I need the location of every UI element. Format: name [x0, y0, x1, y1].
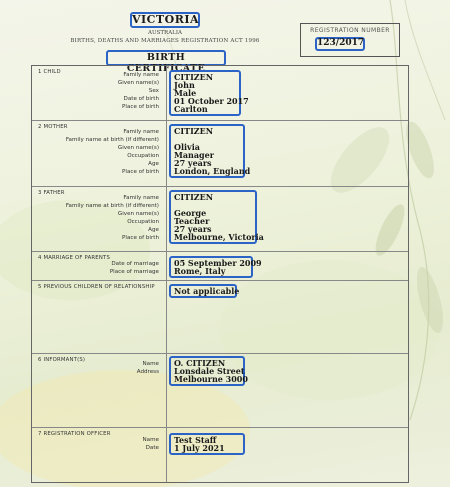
- section-registration-officer: 7 REGISTRATION OFFICER Name Date Test St…: [32, 428, 408, 482]
- state-heading: VICTORIA: [130, 12, 200, 28]
- label-name: Name: [142, 361, 159, 367]
- mother-given-names: Olivia: [174, 142, 200, 152]
- officer-values: Test Staff 1 July 2021: [169, 433, 245, 455]
- mother-family-name: CITIZEN: [174, 126, 214, 136]
- previous-children-values: Not applicable: [169, 284, 240, 298]
- father-family-name: CITIZEN: [174, 192, 214, 202]
- section-title: 6 INFORMANT(S): [38, 357, 86, 363]
- label-sex: Sex: [148, 88, 159, 94]
- act-label: BIRTHS, DEATHS AND MARRIAGES REGISTRATIO…: [70, 38, 260, 44]
- label-given-names: Given name(s): [117, 211, 159, 217]
- certificate-form: 1 CHILD Family name Given name(s) Sex Da…: [31, 65, 409, 483]
- child-given-names: John: [174, 80, 195, 90]
- section-mother: 2 MOTHER Family name Family name at birt…: [32, 121, 408, 187]
- section-child: 1 CHILD Family name Given name(s) Sex Da…: [32, 66, 408, 121]
- label-place-of-birth: Place of birth: [122, 169, 159, 175]
- previous-children-value: Not applicable: [174, 286, 240, 296]
- child-place-of-birth: Carlton: [174, 104, 208, 114]
- section-marriage: 4 MARRIAGE OF PARENTS Date of marriage P…: [32, 252, 408, 281]
- informant-name: O. CITIZEN: [174, 358, 226, 368]
- country-label: AUSTRALIA: [148, 30, 182, 36]
- officer-date: 1 July 2021: [174, 443, 225, 453]
- father-occupation: Teacher: [174, 216, 210, 226]
- document-title: BIRTH CERTIFICATE: [106, 50, 226, 74]
- mother-occupation: Manager: [174, 150, 214, 160]
- section-title: 7 REGISTRATION OFFICER: [38, 431, 111, 437]
- section-informant: 6 INFORMANT(S) Name Address O. CITIZEN L…: [32, 354, 408, 428]
- father-age: 27 years: [174, 224, 212, 234]
- label-name: Name: [142, 437, 159, 443]
- label-address: Address: [136, 369, 159, 375]
- informant-address-city: Melbourne 3000: [174, 374, 248, 384]
- label-date-of-birth: Date of birth: [123, 96, 159, 102]
- label-given-names: Given name(s): [117, 145, 159, 151]
- section-father: 3 FATHER Family name Family name at birt…: [32, 187, 408, 252]
- label-occupation: Occupation: [127, 219, 159, 225]
- registration-box: [300, 23, 400, 57]
- label-family-name: Family name: [123, 72, 159, 78]
- child-sex: Male: [174, 88, 197, 98]
- father-place-of-birth: Melbourne, Victoria: [174, 232, 264, 242]
- marriage-date: 05 September 2009: [174, 258, 262, 268]
- father-values: CITIZEN George Teacher 27 years Melbourn…: [169, 190, 264, 244]
- label-family-name-at-birth: Family name at birth (if different): [65, 203, 159, 209]
- child-values: CITIZEN John Male 01 October 2017 Carlto…: [169, 70, 249, 116]
- mother-values: CITIZEN Olivia Manager 27 years London, …: [169, 124, 251, 178]
- registration-number: 123/2017: [315, 37, 365, 51]
- section-title: 4 MARRIAGE OF PARENTS: [38, 255, 111, 261]
- label-age: Age: [148, 227, 159, 233]
- informant-values: O. CITIZEN Lonsdale Street Melbourne 300…: [169, 356, 248, 386]
- mother-place-of-birth: London, England: [174, 166, 251, 176]
- label-family-name-at-birth: Family name at birth (if different): [65, 137, 159, 143]
- label-place-of-marriage: Place of marriage: [109, 269, 159, 275]
- label-place-of-birth: Place of birth: [122, 104, 159, 110]
- label-place-of-birth: Place of birth: [122, 235, 159, 241]
- label-family-name: Family name: [123, 195, 159, 201]
- label-date-of-marriage: Date of marriage: [111, 261, 159, 267]
- section-title: 5 PREVIOUS CHILDREN OF RELATIONSHIP: [38, 284, 155, 290]
- label-date: Date: [145, 445, 159, 451]
- father-given-names: George: [174, 208, 207, 218]
- officer-name: Test Staff: [174, 435, 217, 445]
- label-given-names: Given name(s): [117, 80, 159, 86]
- label-occupation: Occupation: [127, 153, 159, 159]
- mother-age: 27 years: [174, 158, 212, 168]
- section-title: 2 MOTHER: [38, 124, 68, 130]
- child-family-name: CITIZEN: [174, 72, 214, 82]
- label-family-name: Family name: [123, 129, 159, 135]
- marriage-place: Rome, Italy: [174, 266, 226, 276]
- informant-address-street: Lonsdale Street: [174, 366, 245, 376]
- registration-number-label: REGISTRATION NUMBER: [310, 27, 390, 34]
- section-previous-children: 5 PREVIOUS CHILDREN OF RELATIONSHIP Not …: [32, 281, 408, 354]
- label-age: Age: [148, 161, 159, 167]
- section-title: 3 FATHER: [38, 190, 65, 196]
- marriage-values: 05 September 2009 Rome, Italy: [169, 256, 262, 278]
- section-title: 1 CHILD: [38, 69, 61, 75]
- child-date-of-birth: 01 October 2017: [174, 96, 249, 106]
